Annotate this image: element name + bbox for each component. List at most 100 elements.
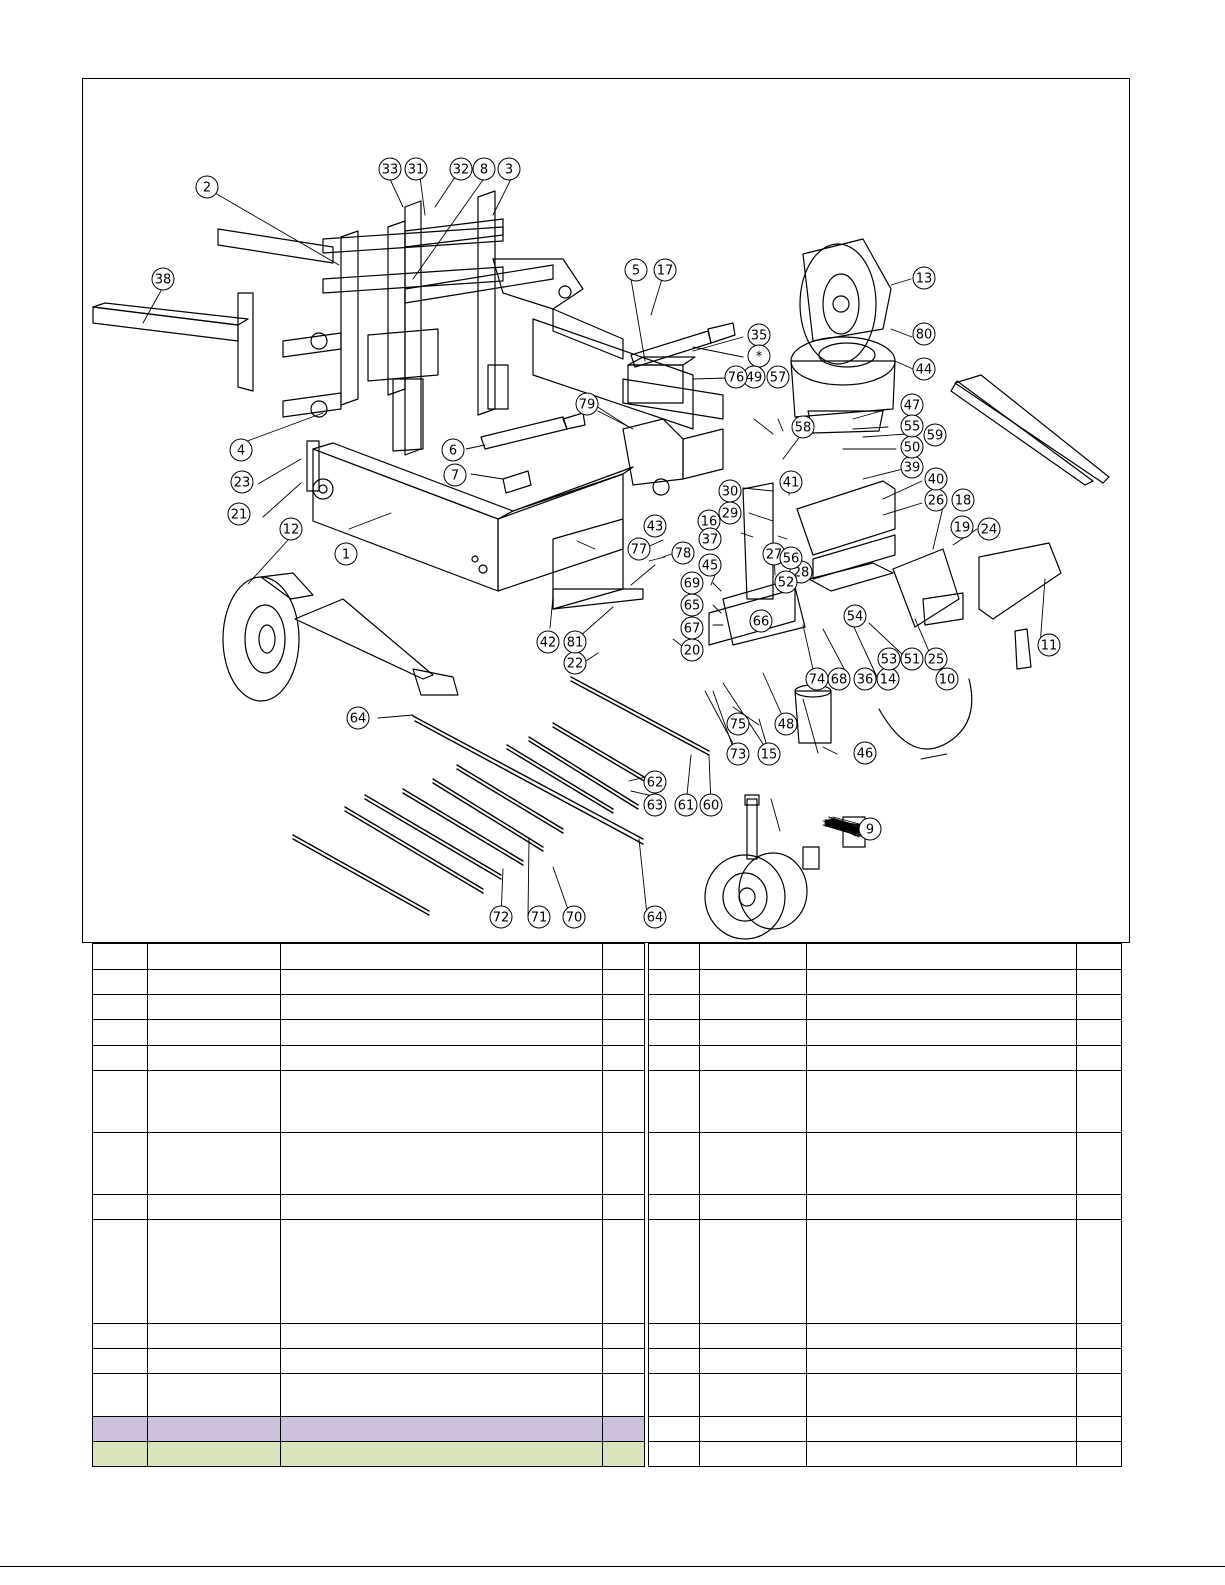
callout-circle: [1037, 633, 1061, 657]
callout-label: 57: [770, 371, 787, 386]
table-cell: [280, 1373, 603, 1417]
callout-label: 51: [904, 653, 921, 668]
callout-circle: [680, 571, 704, 595]
table-cell: [699, 943, 807, 970]
callout-circle: [877, 647, 901, 671]
callout-label: 68: [831, 673, 848, 688]
callout-75: 75: [726, 712, 750, 736]
callout-label: 4: [237, 444, 245, 459]
callout-1: 1: [334, 542, 358, 566]
callout-circle: [624, 258, 648, 282]
table-cell: [1076, 1373, 1122, 1417]
callout-33: 33: [378, 157, 402, 181]
table-cell: [92, 1045, 148, 1071]
callout-circle: [698, 527, 722, 551]
callout-32: 32: [449, 157, 473, 181]
caster-wheel: [704, 794, 808, 940]
table-cell: [1076, 1045, 1122, 1071]
callout-8: 8: [472, 157, 496, 181]
callout-label: 40: [928, 473, 945, 488]
table-cell: [648, 1219, 700, 1324]
callout-label: *: [756, 350, 763, 365]
callout-circle: [791, 415, 815, 439]
callout-circle: [575, 392, 599, 416]
table-cell: [147, 969, 281, 995]
linkage-rods: [292, 676, 710, 916]
parts-table-right: [648, 943, 1122, 1467]
callout-label: 61: [678, 799, 695, 814]
callout-51: 51: [900, 647, 924, 671]
callout-65: 65: [680, 593, 704, 617]
table-row: [648, 1132, 1122, 1195]
table-cell: [92, 1348, 148, 1374]
table-cell: [699, 1194, 807, 1220]
callout-circle: [441, 438, 465, 462]
callout-label: 63: [647, 799, 664, 814]
table-cell: [280, 1019, 603, 1046]
callout-label: 76: [728, 371, 745, 386]
table-cell: [92, 994, 148, 1020]
callout-circle: [489, 905, 513, 929]
callout-label: 81: [567, 636, 584, 651]
table-cell: [648, 943, 700, 970]
callout-label: 2: [203, 181, 211, 196]
callout-66: 66: [749, 609, 773, 633]
callout-circle: [766, 365, 790, 389]
table-cell: [699, 969, 807, 995]
callout-label: 3: [505, 163, 513, 178]
callout-25: 25: [924, 647, 948, 671]
table-cell: [280, 1194, 603, 1220]
callout-61: 61: [674, 793, 698, 817]
callout-label: 39: [904, 461, 921, 476]
exploded-view-svg: 1234567891011121314151617181920212223242…: [92, 157, 1110, 940]
callout-label: 33: [382, 163, 399, 178]
table-cell: [280, 1416, 603, 1442]
callout-label: 56: [783, 552, 800, 567]
table-cell: [806, 994, 1077, 1020]
table-cell: [147, 994, 281, 1020]
table-cell: [147, 1070, 281, 1133]
callout-label: 12: [283, 523, 300, 538]
callout-label: 45: [702, 559, 719, 574]
callout-54: 54: [843, 604, 867, 628]
callout-circle: [951, 488, 975, 512]
parts-table-left: [92, 943, 645, 1467]
table-cell: [147, 1132, 281, 1195]
callout-label: 5: [632, 264, 640, 279]
table-cell: [147, 1323, 281, 1349]
callout-label: 22: [567, 657, 584, 672]
table-cell: [648, 969, 700, 995]
callout-79: 79: [575, 392, 599, 416]
callout-14: 14: [876, 667, 900, 691]
table-row: [92, 1070, 645, 1133]
callout-39: 39: [900, 455, 924, 479]
table-cell: [806, 1441, 1077, 1467]
table-cell: [147, 1194, 281, 1220]
callout-19: 19: [950, 515, 974, 539]
callout-60: 60: [699, 793, 723, 817]
callout-15: 15: [757, 742, 781, 766]
leader-lines: [142, 176, 1046, 918]
callout-label: 35: [751, 329, 768, 344]
callout-circle: [536, 630, 560, 654]
table-cell: [602, 1323, 645, 1349]
table-cell: [602, 1416, 645, 1442]
table-cell: [92, 1132, 148, 1195]
callout-52: 52: [774, 570, 798, 594]
table-cell: [806, 1416, 1077, 1442]
table-cell: [699, 1323, 807, 1349]
table-row: [92, 1323, 645, 1349]
callout-circle: [346, 706, 370, 730]
callout-label: 32: [453, 163, 470, 178]
table-cell: [806, 1019, 1077, 1046]
callout-circle: [698, 553, 722, 577]
table-cell: [699, 1045, 807, 1071]
callout-label: 49: [746, 371, 763, 386]
callout-circle: [671, 541, 695, 565]
table-cell: [648, 1045, 700, 1071]
callout-label: 24: [981, 523, 998, 538]
callout-label: 23: [234, 476, 251, 491]
callout-circle: [774, 570, 798, 594]
table-row: [648, 994, 1122, 1020]
table-cell: [699, 994, 807, 1020]
